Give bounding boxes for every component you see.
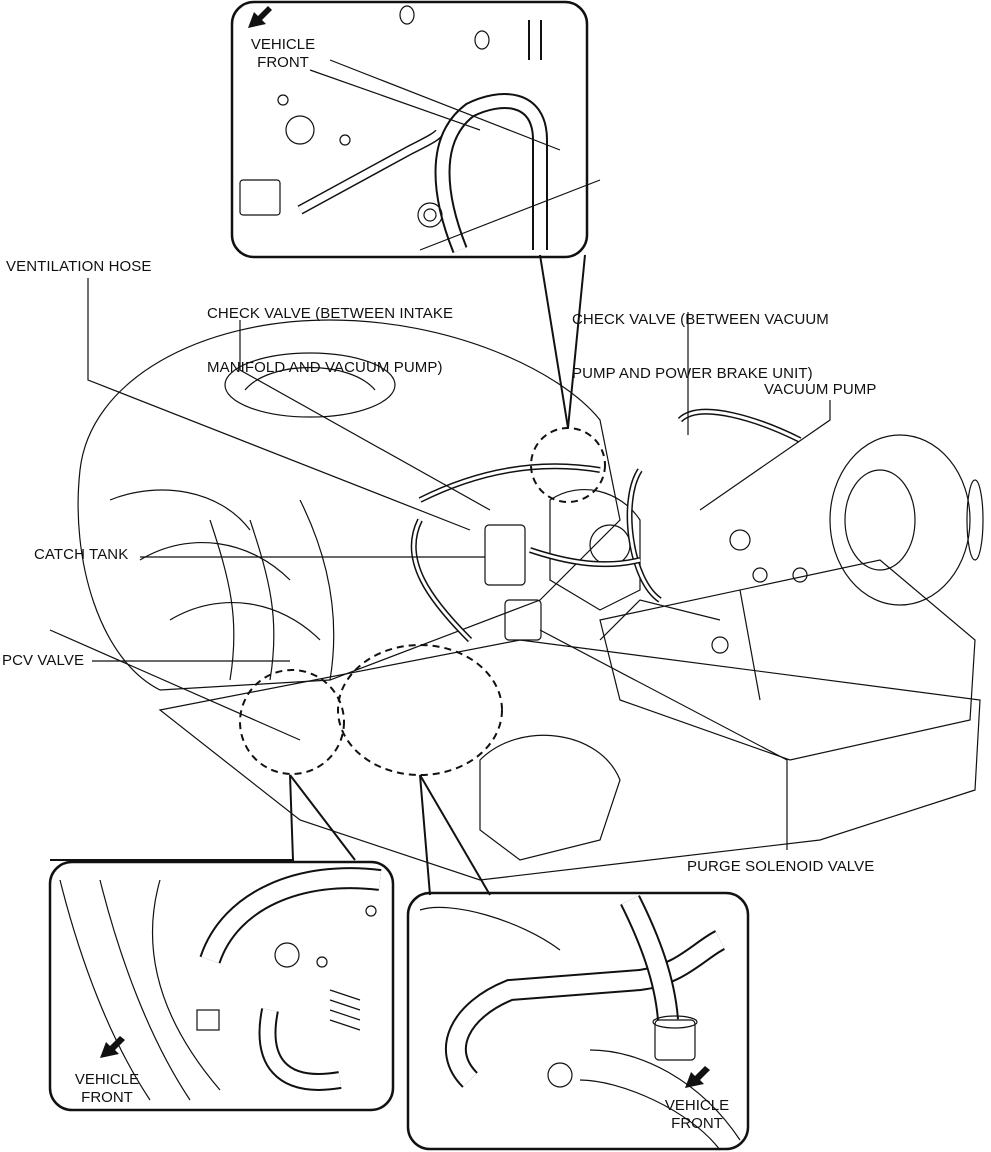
label-pcv-valve: PCV VALVE bbox=[2, 652, 85, 669]
vehicle-front-line2: FRONT bbox=[671, 1115, 723, 1132]
leader-vacuum-pump bbox=[699, 400, 831, 511]
label-check-valve-intake-line1: CHECK VALVE (BETWEEN INTAKE bbox=[207, 305, 454, 322]
detail-box-top bbox=[230, 0, 601, 259]
arrow-down-left-icon bbox=[685, 1066, 710, 1088]
label-check-valve-brake-line2: PUMP AND POWER BRAKE UNIT) bbox=[572, 365, 813, 382]
detail-circle-bottom-left bbox=[239, 669, 345, 775]
label-ventilation-hose: VENTILATION HOSE bbox=[6, 258, 152, 275]
detail-markers bbox=[239, 427, 606, 776]
leader-lines bbox=[87, 278, 831, 850]
label-check-valve-brake-line1: CHECK VALVE (BETWEEN VACUUM bbox=[572, 311, 829, 328]
label-purge-solenoid-valve: PURGE SOLENOID VALVE bbox=[687, 858, 875, 875]
engine-bay-illustration bbox=[49, 319, 984, 881]
detail-box-bottom-left bbox=[48, 860, 395, 1112]
detail-box-bottom-right bbox=[406, 891, 750, 1151]
vehicle-front-line1: VEHICLE bbox=[664, 1097, 730, 1114]
leader-ventilation-hose bbox=[87, 278, 471, 531]
vehicle-front-line2: FRONT bbox=[81, 1089, 133, 1106]
label-vacuum-pump: VACUUM PUMP bbox=[764, 381, 877, 398]
arrow-down-left-icon bbox=[248, 6, 272, 28]
vehicle-front-label-bottom-left: VEHICLE FRONT bbox=[62, 1071, 152, 1107]
detail-circle-bottom-right bbox=[337, 644, 503, 776]
vehicle-front-label-top: VEHICLE FRONT bbox=[238, 36, 328, 72]
vehicle-front-line1: VEHICLE bbox=[250, 36, 316, 53]
leader-purge-solenoid bbox=[539, 629, 788, 850]
label-check-valve-intake-line2: MANIFOLD AND VACUUM PUMP) bbox=[207, 359, 443, 376]
leader-check-valve-intake bbox=[239, 320, 491, 511]
vehicle-front-line1: VEHICLE bbox=[74, 1071, 140, 1088]
label-check-valve-brake: CHECK VALVE (BETWEEN VACUUM PUMP AND POW… bbox=[572, 275, 829, 401]
vehicle-front-label-bottom-right: VEHICLE FRONT bbox=[652, 1097, 742, 1133]
label-catch-tank: CATCH TANK bbox=[34, 546, 129, 563]
detail-connectors bbox=[50, 254, 586, 896]
arrow-down-left-icon bbox=[100, 1036, 125, 1058]
label-check-valve-intake: CHECK VALVE (BETWEEN INTAKE MANIFOLD AND… bbox=[207, 269, 453, 395]
vehicle-front-line2: FRONT bbox=[257, 54, 309, 71]
